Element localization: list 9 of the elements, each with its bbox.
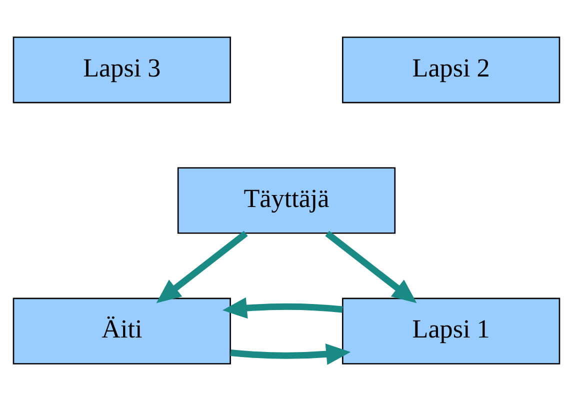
node-box: Lapsi 3 (12, 36, 231, 104)
arrow (222, 297, 343, 319)
node-box: Täyttäjä (177, 167, 396, 234)
arrow (156, 230, 248, 304)
arrow (325, 230, 417, 304)
node-box: Lapsi 1 (342, 298, 560, 364)
arrow (230, 344, 351, 365)
node-box: Lapsi 2 (342, 36, 560, 104)
node-box: Äiti (12, 298, 231, 364)
